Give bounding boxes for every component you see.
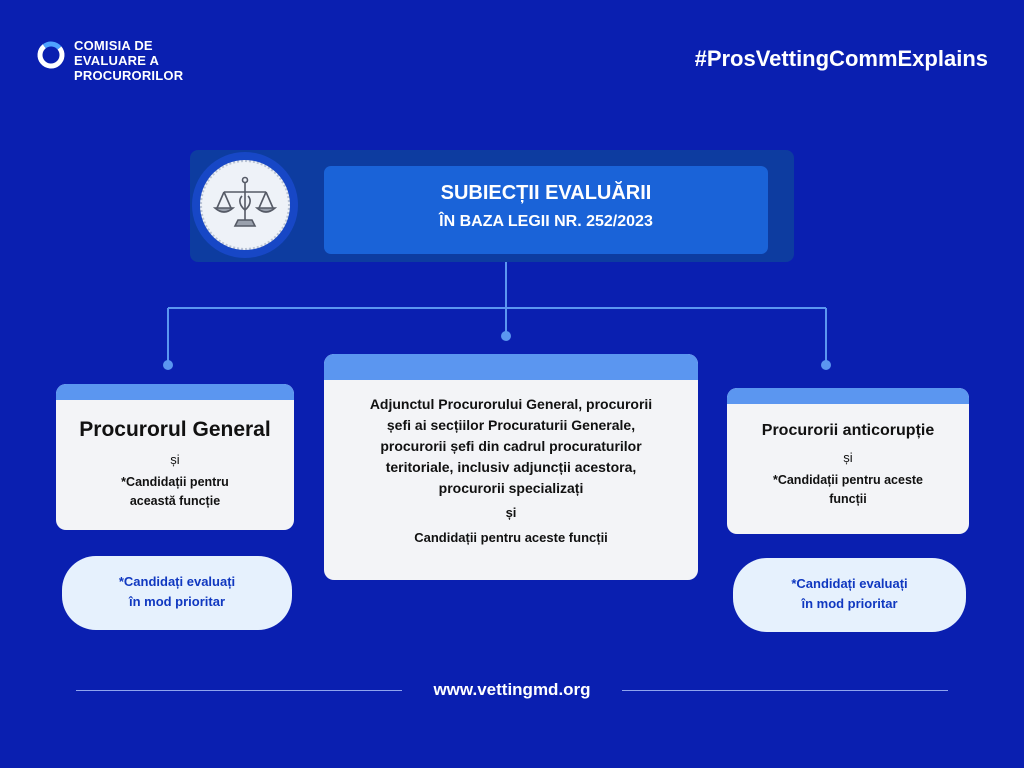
priority-pill-left: *Candidați evaluați în mod prioritar (62, 556, 292, 630)
card-note: *Candidații pentru această funcție (56, 473, 294, 511)
card-note-line-2: această funcție (129, 494, 221, 508)
page-title: SUBIECȚII EVALUĂRII (440, 182, 652, 204)
seal (192, 152, 298, 258)
pill-line-2: în mod prioritar (801, 596, 898, 611)
card-and: și (843, 450, 853, 465)
connector-dot-right (821, 360, 831, 370)
card-footer-text: Candidații pentru aceste funcții (414, 530, 608, 545)
card-procurorul-general: Procurorul General și *Candidații pentru… (56, 384, 294, 530)
card-note: *Candidații pentru aceste funcții (727, 471, 969, 509)
card-top-bar (727, 388, 969, 404)
card-heading: Procurorii anticorupție (761, 422, 935, 439)
card-description-line-2: șefi ai secțiilor Procuraturii Generale, (386, 417, 636, 433)
logo-line-1: COMISIA DE (74, 38, 153, 53)
card-note-line-2: funcții (829, 492, 867, 506)
footer-divider-right (622, 690, 948, 691)
logo-line-2: EVALUARE A (74, 53, 160, 68)
card-note-line-1: *Candidații pentru aceste (772, 473, 924, 487)
logo-line-3: PROCURORILOR (74, 68, 184, 83)
logo-ring-icon (37, 41, 65, 69)
connector-dot-middle (501, 331, 511, 341)
logo: COMISIA DE EVALUARE A PROCURORILOR (36, 38, 183, 83)
priority-pill-right: *Candidați evaluați în mod prioritar (733, 558, 966, 632)
page-subtitle: ÎN BAZA LEGII NR. 252/2023 (439, 213, 653, 230)
scales-of-justice-icon (200, 160, 290, 250)
card-description-line-1: Adjunctul Procurorului General, procuror… (369, 396, 653, 412)
pill-line-1: *Candidați evaluați (791, 576, 908, 591)
card-description-line-5: procurorii specializați (438, 480, 584, 496)
title-box: SUBIECȚII EVALUĂRII ÎN BAZA LEGII NR. 25… (324, 166, 768, 254)
footer-divider-left (76, 690, 402, 691)
card-description: Adjunctul Procurorului General, procuror… (324, 394, 698, 499)
card-and: și (170, 452, 180, 467)
card-top-bar (56, 384, 294, 400)
card-adjunct-procurori: Adjunctul Procurorului General, procuror… (324, 354, 698, 580)
card-note-line-1: *Candidații pentru (121, 475, 229, 489)
card-procurorii-anticoruptie: Procurorii anticorupție și *Candidații p… (727, 388, 969, 534)
card-description-line-3: procurorii șefi din cadrul procuraturilo… (380, 438, 642, 454)
card-heading: Procurorul General (79, 418, 271, 441)
hashtag: #ProsVettingCommExplains (694, 46, 988, 71)
logo-text: COMISIA DE EVALUARE A PROCURORILOR (74, 38, 183, 83)
card-top-bar (324, 354, 698, 380)
card-and: și (505, 505, 517, 520)
website-url[interactable]: www.vettingmd.org (433, 680, 591, 699)
connector-dot-left (163, 360, 173, 370)
card-description-line-4: teritoriale, inclusiv adjuncții acestora… (385, 459, 637, 475)
pill-line-2: în mod prioritar (128, 594, 226, 609)
pill-line-1: *Candidați evaluați (118, 574, 236, 589)
